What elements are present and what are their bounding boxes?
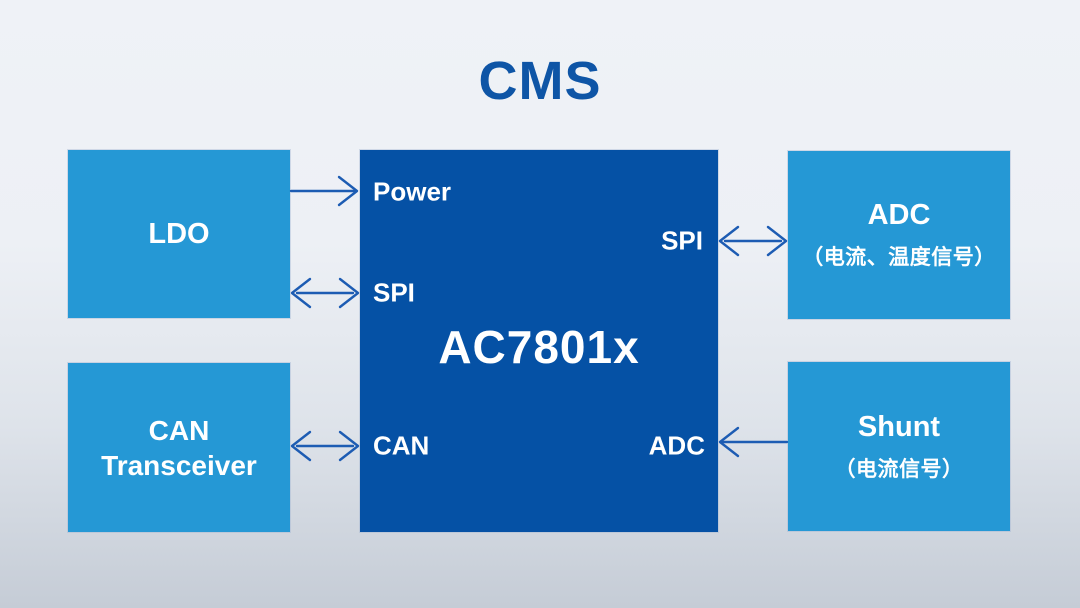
mcu-port-spi-right: SPI	[661, 225, 703, 256]
arrow-ldo-spi	[290, 277, 360, 309]
adc-label: ADC	[867, 199, 931, 231]
arrow-shunt-adc	[718, 426, 789, 458]
ldo-label: LDO	[148, 217, 210, 250]
arrow-can-transceiver	[290, 430, 360, 462]
mcu-port-power: Power	[373, 176, 452, 207]
mcu-port-can: CAN	[373, 430, 430, 461]
shunt-label: Shunt	[857, 410, 941, 443]
arrow-ldo-power	[289, 175, 359, 207]
shunt-block: Shunt （电流信号）	[788, 362, 1010, 531]
diagram-title: CMS	[478, 51, 602, 111]
mcu-port-adc: ADC	[648, 430, 705, 461]
can-transceiver-label-line2: Transceiver	[101, 449, 257, 481]
adc-sublabel: （电流、温度信号）	[802, 246, 996, 269]
adc-block: ADC （电流、温度信号）	[788, 151, 1010, 319]
can-transceiver-block: CAN Transceiver	[68, 363, 290, 532]
mcu-name: AC7801x	[438, 321, 640, 373]
ldo-block: LDO	[68, 150, 290, 318]
arrow-mcu-adc-spi	[718, 225, 788, 257]
mcu-port-spi-left: SPI	[373, 277, 415, 308]
shunt-sublabel: （电流信号）	[834, 457, 964, 481]
mcu-block: Power SPI SPI AC7801x CAN ADC	[360, 150, 718, 532]
can-transceiver-label-line1: CAN	[148, 414, 210, 446]
